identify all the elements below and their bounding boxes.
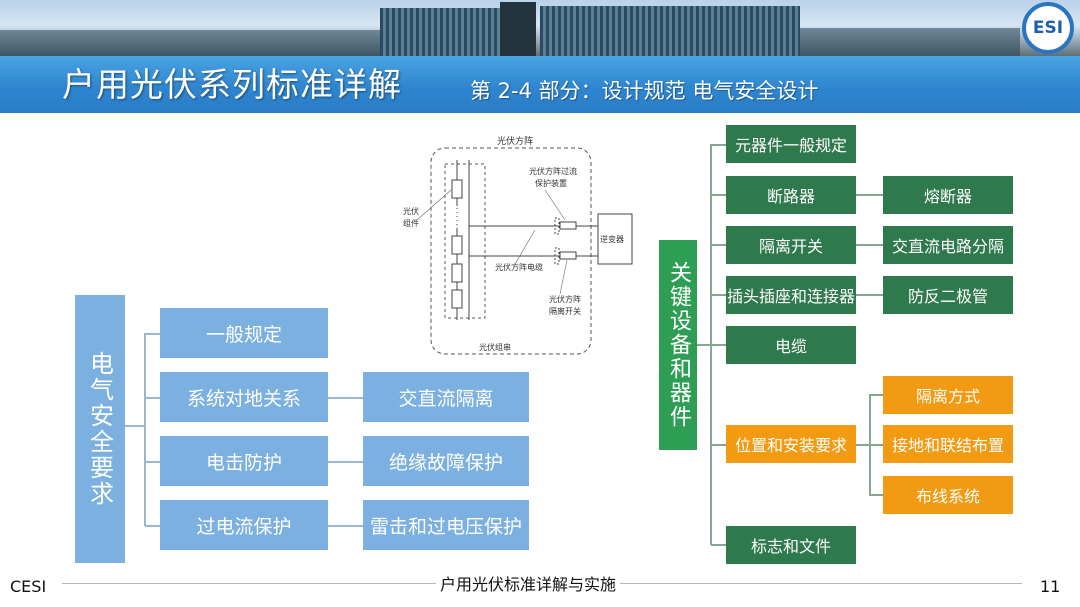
right-tree-connector [697,344,711,346]
left-item-overcurrent: 过电流保护 [160,500,328,550]
right-tree-root: 关键设备和器件 [659,240,697,450]
left-branch-3 [145,461,161,463]
right-child-branch-6b [870,444,884,446]
footer-title: 户用光伏标准详解与实施 [436,574,621,596]
left-child-link-4 [328,525,364,527]
left-item-general: 一般规定 [160,308,328,358]
string-label: 光伏组串 [479,342,511,352]
right-child-branch-6c [870,494,884,496]
right-child-link-4 [856,294,884,296]
array-label: 光伏方阵 [497,135,533,147]
inverter-label: 逆变器 [600,234,624,244]
left-tree-spine [144,333,146,526]
right-item-location: 位置和安装要求 [726,425,856,463]
right-item-components: 元器件一般规定 [726,125,856,163]
right-child-blocking-diode: 防反二极管 [883,276,1013,314]
left-branch-2 [145,397,161,399]
right-branch-4 [711,294,727,296]
overcurrent-label-2: 保护装置 [535,178,567,188]
right-item-connectors: 插头插座和连接器 [726,276,856,314]
page-subtitle: 第 2-4 部分：设计规范 电气安全设计 [470,79,819,103]
right-child-acdc-separation: 交直流电路分隔 [883,226,1013,264]
right-item-marking: 标志和文件 [726,526,856,564]
header-photo-banner [0,0,1080,56]
right-item-cable: 电缆 [726,326,856,364]
isolator-label-1: 光伏方阵 [549,294,581,304]
footer-org: CESI [10,576,47,598]
right-branch-2 [711,194,727,196]
right-branch-7 [711,544,727,546]
pv-array-diagram: 光伏方阵 光伏方阵过流 保护装置 光伏 组件 逆变器 光伏方阵电缆 光伏方阵 隔… [395,130,635,360]
page-title: 户用光伏系列标准详解 [62,65,402,104]
left-item-shock-protection: 电击防护 [160,436,328,486]
left-tree-connector [125,425,145,427]
cable-label: 光伏方阵电缆 [495,262,543,272]
logo-text: ESI [1032,18,1064,38]
right-child-earthing: 接地和联结布置 [883,425,1013,463]
overcurrent-label-1: 光伏方阵过流 [529,166,577,176]
right-child-link-3 [856,244,884,246]
module-label-2: 组件 [403,218,419,228]
left-child-insulation-fault: 绝缘故障保护 [363,436,529,486]
left-child-acdc-isolation: 交直流隔离 [363,372,529,422]
right-child-fuse: 熔断器 [883,176,1013,214]
left-child-link-2 [328,397,364,399]
left-branch-1 [145,333,161,335]
left-branch-4 [145,525,161,527]
isolator-label-2: 隔离开关 [549,306,581,316]
right-child-link-6 [856,444,870,446]
title-bar [0,56,1080,113]
right-item-isolator: 隔离开关 [726,226,856,264]
right-branch-5 [711,344,727,346]
right-child-isolation-method: 隔离方式 [883,376,1013,414]
left-item-grounding: 系统对地关系 [160,372,328,422]
left-child-lightning: 雷击和过电压保护 [363,500,529,550]
right-item-breaker: 断路器 [726,176,856,214]
right-branch-3 [711,244,727,246]
right-branch-1 [711,144,727,146]
left-tree-root: 电气安全要求 [75,295,125,563]
page-number: 11 [1040,576,1061,598]
right-child-wiring: 布线系统 [883,476,1013,514]
right-child-branch-6a [870,394,884,396]
left-child-link-3 [328,461,364,463]
right-branch-6 [711,444,727,446]
right-child-link-2 [856,194,884,196]
module-label-1: 光伏 [403,206,419,216]
cesi-logo: ESI [1022,2,1074,54]
